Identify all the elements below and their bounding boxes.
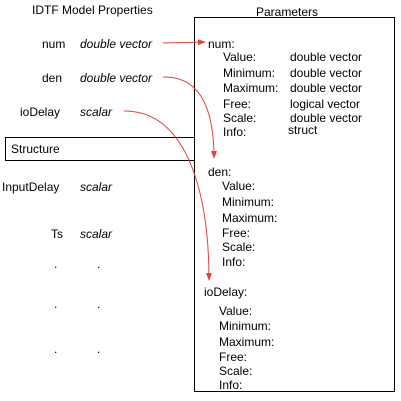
param-field-label: Maximum: bbox=[219, 335, 275, 349]
param-field-label: Value: bbox=[219, 304, 253, 318]
structure-box: Structure bbox=[5, 137, 195, 161]
param-field-label: Info: bbox=[219, 378, 243, 392]
param-header-num: num: bbox=[208, 37, 235, 51]
param-header-den: den: bbox=[208, 165, 232, 179]
ellipsis-dot: . bbox=[54, 342, 58, 356]
property-name: num bbox=[42, 37, 66, 51]
property-name: den bbox=[42, 71, 63, 85]
param-field-label: Minimum: bbox=[222, 195, 275, 209]
param-field-label: Info: bbox=[222, 255, 246, 269]
property-type: double vector bbox=[80, 37, 153, 51]
property-type: scalar bbox=[80, 227, 113, 241]
property-type: scalar bbox=[80, 180, 113, 194]
param-field-label: Scale: bbox=[223, 111, 257, 125]
param-field-value: double vector bbox=[290, 81, 363, 95]
property-name: InputDelay bbox=[2, 180, 60, 194]
ellipsis-dot: . bbox=[54, 297, 58, 311]
left-title: IDTF Model Properties bbox=[32, 3, 153, 17]
param-field-label: Value: bbox=[223, 50, 257, 64]
param-field-label: Minimum: bbox=[219, 319, 272, 333]
right-title: Parameters bbox=[256, 5, 319, 19]
param-field-label: Free: bbox=[219, 350, 248, 364]
param-field-label: Maximum: bbox=[223, 81, 279, 95]
property-type: double vector bbox=[80, 71, 153, 85]
property-name: Ts bbox=[51, 227, 63, 241]
param-field-label: Scale: bbox=[219, 364, 253, 378]
param-field-label: Free: bbox=[223, 97, 252, 111]
param-field-value: double vector bbox=[290, 111, 363, 125]
ellipsis-dot: . bbox=[97, 342, 101, 356]
param-field-label: Value: bbox=[222, 179, 256, 193]
param-field-value: logical vector bbox=[290, 97, 361, 111]
param-field-value: double vector bbox=[290, 50, 363, 64]
param-field-label: Scale: bbox=[222, 240, 256, 254]
param-field-label: Minimum: bbox=[223, 66, 276, 80]
ellipsis-dot: . bbox=[97, 297, 101, 311]
ellipsis-dot: . bbox=[97, 257, 101, 271]
property-type: scalar bbox=[80, 105, 113, 119]
property-name: ioDelay bbox=[20, 105, 61, 119]
structure-label: Structure bbox=[11, 142, 60, 156]
param-field-value: double vector bbox=[290, 66, 363, 80]
param-field-label: Maximum: bbox=[222, 211, 278, 225]
ellipsis-dot: . bbox=[54, 257, 58, 271]
param-field-label: Info: bbox=[223, 125, 247, 139]
param-header-iodelay: ioDelay: bbox=[204, 285, 248, 299]
param-field-label: Free: bbox=[222, 226, 251, 240]
param-field-value: struct bbox=[288, 123, 318, 137]
